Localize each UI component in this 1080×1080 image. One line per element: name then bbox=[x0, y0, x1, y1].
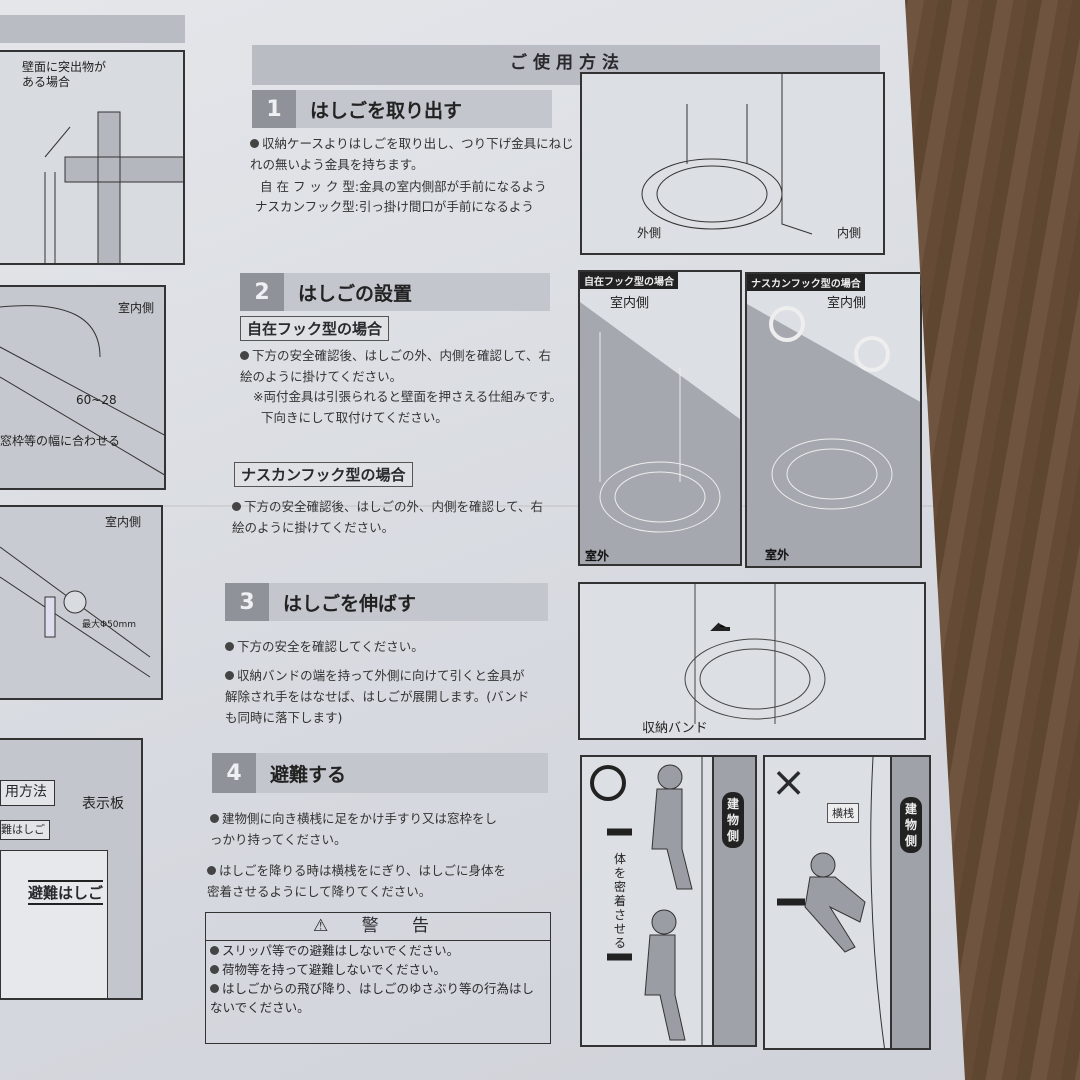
figure-correct-descent: 建物側 体を密着させる bbox=[580, 755, 757, 1047]
step-title: はしごの設置 bbox=[298, 282, 413, 305]
step-2-text-2: 下方の安全確認後、はしごの外、内側を確認して、右 絵のように掛けてください。 bbox=[232, 499, 544, 535]
step-2-note: ※両付金具は引張られると壁面を押さえる仕組みです。 下向きにして取付けてください… bbox=[253, 389, 562, 425]
figure-label: 室内側 bbox=[118, 301, 155, 315]
correct-circle-icon bbox=[590, 765, 626, 801]
figure-hold-ladder: 外側 内側 bbox=[580, 72, 885, 255]
storage-box bbox=[0, 850, 108, 998]
figure-label: 室外 bbox=[585, 549, 610, 563]
step-1-header: 1 はしごを取り出す bbox=[252, 90, 552, 128]
figure-label: 室内側 bbox=[610, 296, 650, 311]
figure-tag: 自在フック型の場合 bbox=[580, 272, 678, 289]
figure-label: 収納バンド bbox=[642, 721, 708, 736]
figure-note: 窓枠等の幅に合わせる bbox=[0, 434, 121, 448]
step-4-text: 建物側に向き横桟に足をかけ手すり又は窓枠をし っかり持ってください。 bbox=[210, 811, 498, 847]
step-4-text: はしごを降りる時は横桟をにぎり、はしごに身体を 密着させるようにして降りてくださ… bbox=[207, 863, 507, 899]
step-4-header: 4 避難する bbox=[212, 753, 548, 793]
step-1-text: 収納ケースよりはしごを取り出し、つり下げ金具にねじ れの無いよう金具を持ちます。 bbox=[250, 136, 574, 172]
figure-caption: 体を密着させる bbox=[614, 852, 627, 950]
step-title: 避難する bbox=[270, 763, 347, 786]
figure-extend-ladder: 収納バンド bbox=[578, 582, 926, 740]
step-2-text: 下方の安全確認後、はしごの外、内側を確認して、右 絵のように掛けてください。 bbox=[240, 348, 552, 384]
step-1-note: ナスカンフック型:引っ掛け間口が手前になるよう bbox=[255, 199, 534, 214]
step-number: 1 bbox=[252, 90, 296, 128]
step-number: 3 bbox=[225, 583, 269, 621]
left-figure-handrail: 室内側 最大Φ50mm bbox=[0, 505, 163, 700]
figure-incorrect-descent: × 建物側 横桟 bbox=[763, 755, 931, 1050]
warning-item: 荷物等を持って避難しないでください。 bbox=[206, 960, 550, 979]
warning-title: ⚠ 警 告 bbox=[206, 913, 550, 941]
step-1-note: 自 在 フ ッ ク 型:金具の室内側部が手前になるよう bbox=[260, 179, 547, 194]
step-number: 2 bbox=[240, 273, 284, 311]
sign-text: 用方法 bbox=[0, 780, 55, 806]
incorrect-cross-icon: × bbox=[771, 757, 807, 806]
step-title: はしごを伸ばす bbox=[283, 592, 417, 615]
figure-label: 室内側 bbox=[827, 296, 867, 311]
figure-label: 外側 bbox=[637, 226, 662, 240]
page-title: ご使用方法 bbox=[510, 53, 625, 73]
step-2-header: 2 はしごの設置 bbox=[240, 273, 550, 311]
display-board-label: 表示板 bbox=[82, 796, 124, 812]
left-figure-window-frame: 室内側 60~28 窓枠等の幅に合わせる bbox=[0, 285, 166, 490]
left-title-band bbox=[0, 15, 185, 43]
sign-text: 難はしご bbox=[0, 820, 50, 840]
building-side-label: 建物側 bbox=[900, 797, 922, 853]
warning-item: スリッパ等での避難はしないでください。 bbox=[206, 941, 550, 960]
dimension-label: 最大Φ50mm bbox=[82, 620, 137, 630]
warning-item: はしごからの飛び降り、はしごのゆさぶり等の行為はし ないでください。 bbox=[210, 981, 535, 1015]
figure-label: 室外 bbox=[765, 548, 790, 562]
figure-label: 壁面に突出物が ある場合 bbox=[22, 60, 107, 89]
step-title: はしごを取り出す bbox=[310, 99, 463, 122]
step-3-header: 3 はしごを伸ばす bbox=[225, 583, 548, 621]
building-wall bbox=[890, 757, 929, 1048]
left-figure-wall-protrusion: 壁面に突出物が ある場合 bbox=[0, 50, 185, 265]
warning-box: ⚠ 警 告 スリッパ等での避難はしないでください。 荷物等を持って避難しないでく… bbox=[205, 912, 551, 1044]
rung-label: 横桟 bbox=[827, 803, 859, 823]
building-side-label: 建物側 bbox=[722, 792, 744, 848]
left-figure-storage-box: 用方法 難はしご 避難はしご bbox=[0, 738, 143, 1000]
subheading-jizai-hook: 自在フック型の場合 bbox=[240, 316, 390, 341]
figure-tag: ナスカンフック型の場合 bbox=[747, 274, 865, 291]
figure-nasukan-hook-install: ナスカンフック型の場合 室内側 室外 bbox=[745, 272, 922, 568]
figure-label: 内側 bbox=[837, 226, 862, 240]
step-number: 4 bbox=[212, 753, 256, 793]
subheading-nasukan-hook: ナスカンフック型の場合 bbox=[234, 462, 413, 487]
paper-fold bbox=[0, 505, 960, 507]
figure-label: 室内側 bbox=[105, 515, 142, 529]
step-3-text: 下方の安全を確認してください。 bbox=[225, 636, 424, 657]
dimension-label: 60~28 bbox=[76, 393, 117, 407]
step-3-text: 収納バンドの端を持って外側に向けて引くと金具が 解除され手をはなせば、はしごが展… bbox=[225, 668, 530, 725]
figure-jizai-hook-install: 自在フック型の場合 室内側 室外 bbox=[578, 270, 742, 566]
box-label: 避難はしご bbox=[28, 880, 104, 905]
